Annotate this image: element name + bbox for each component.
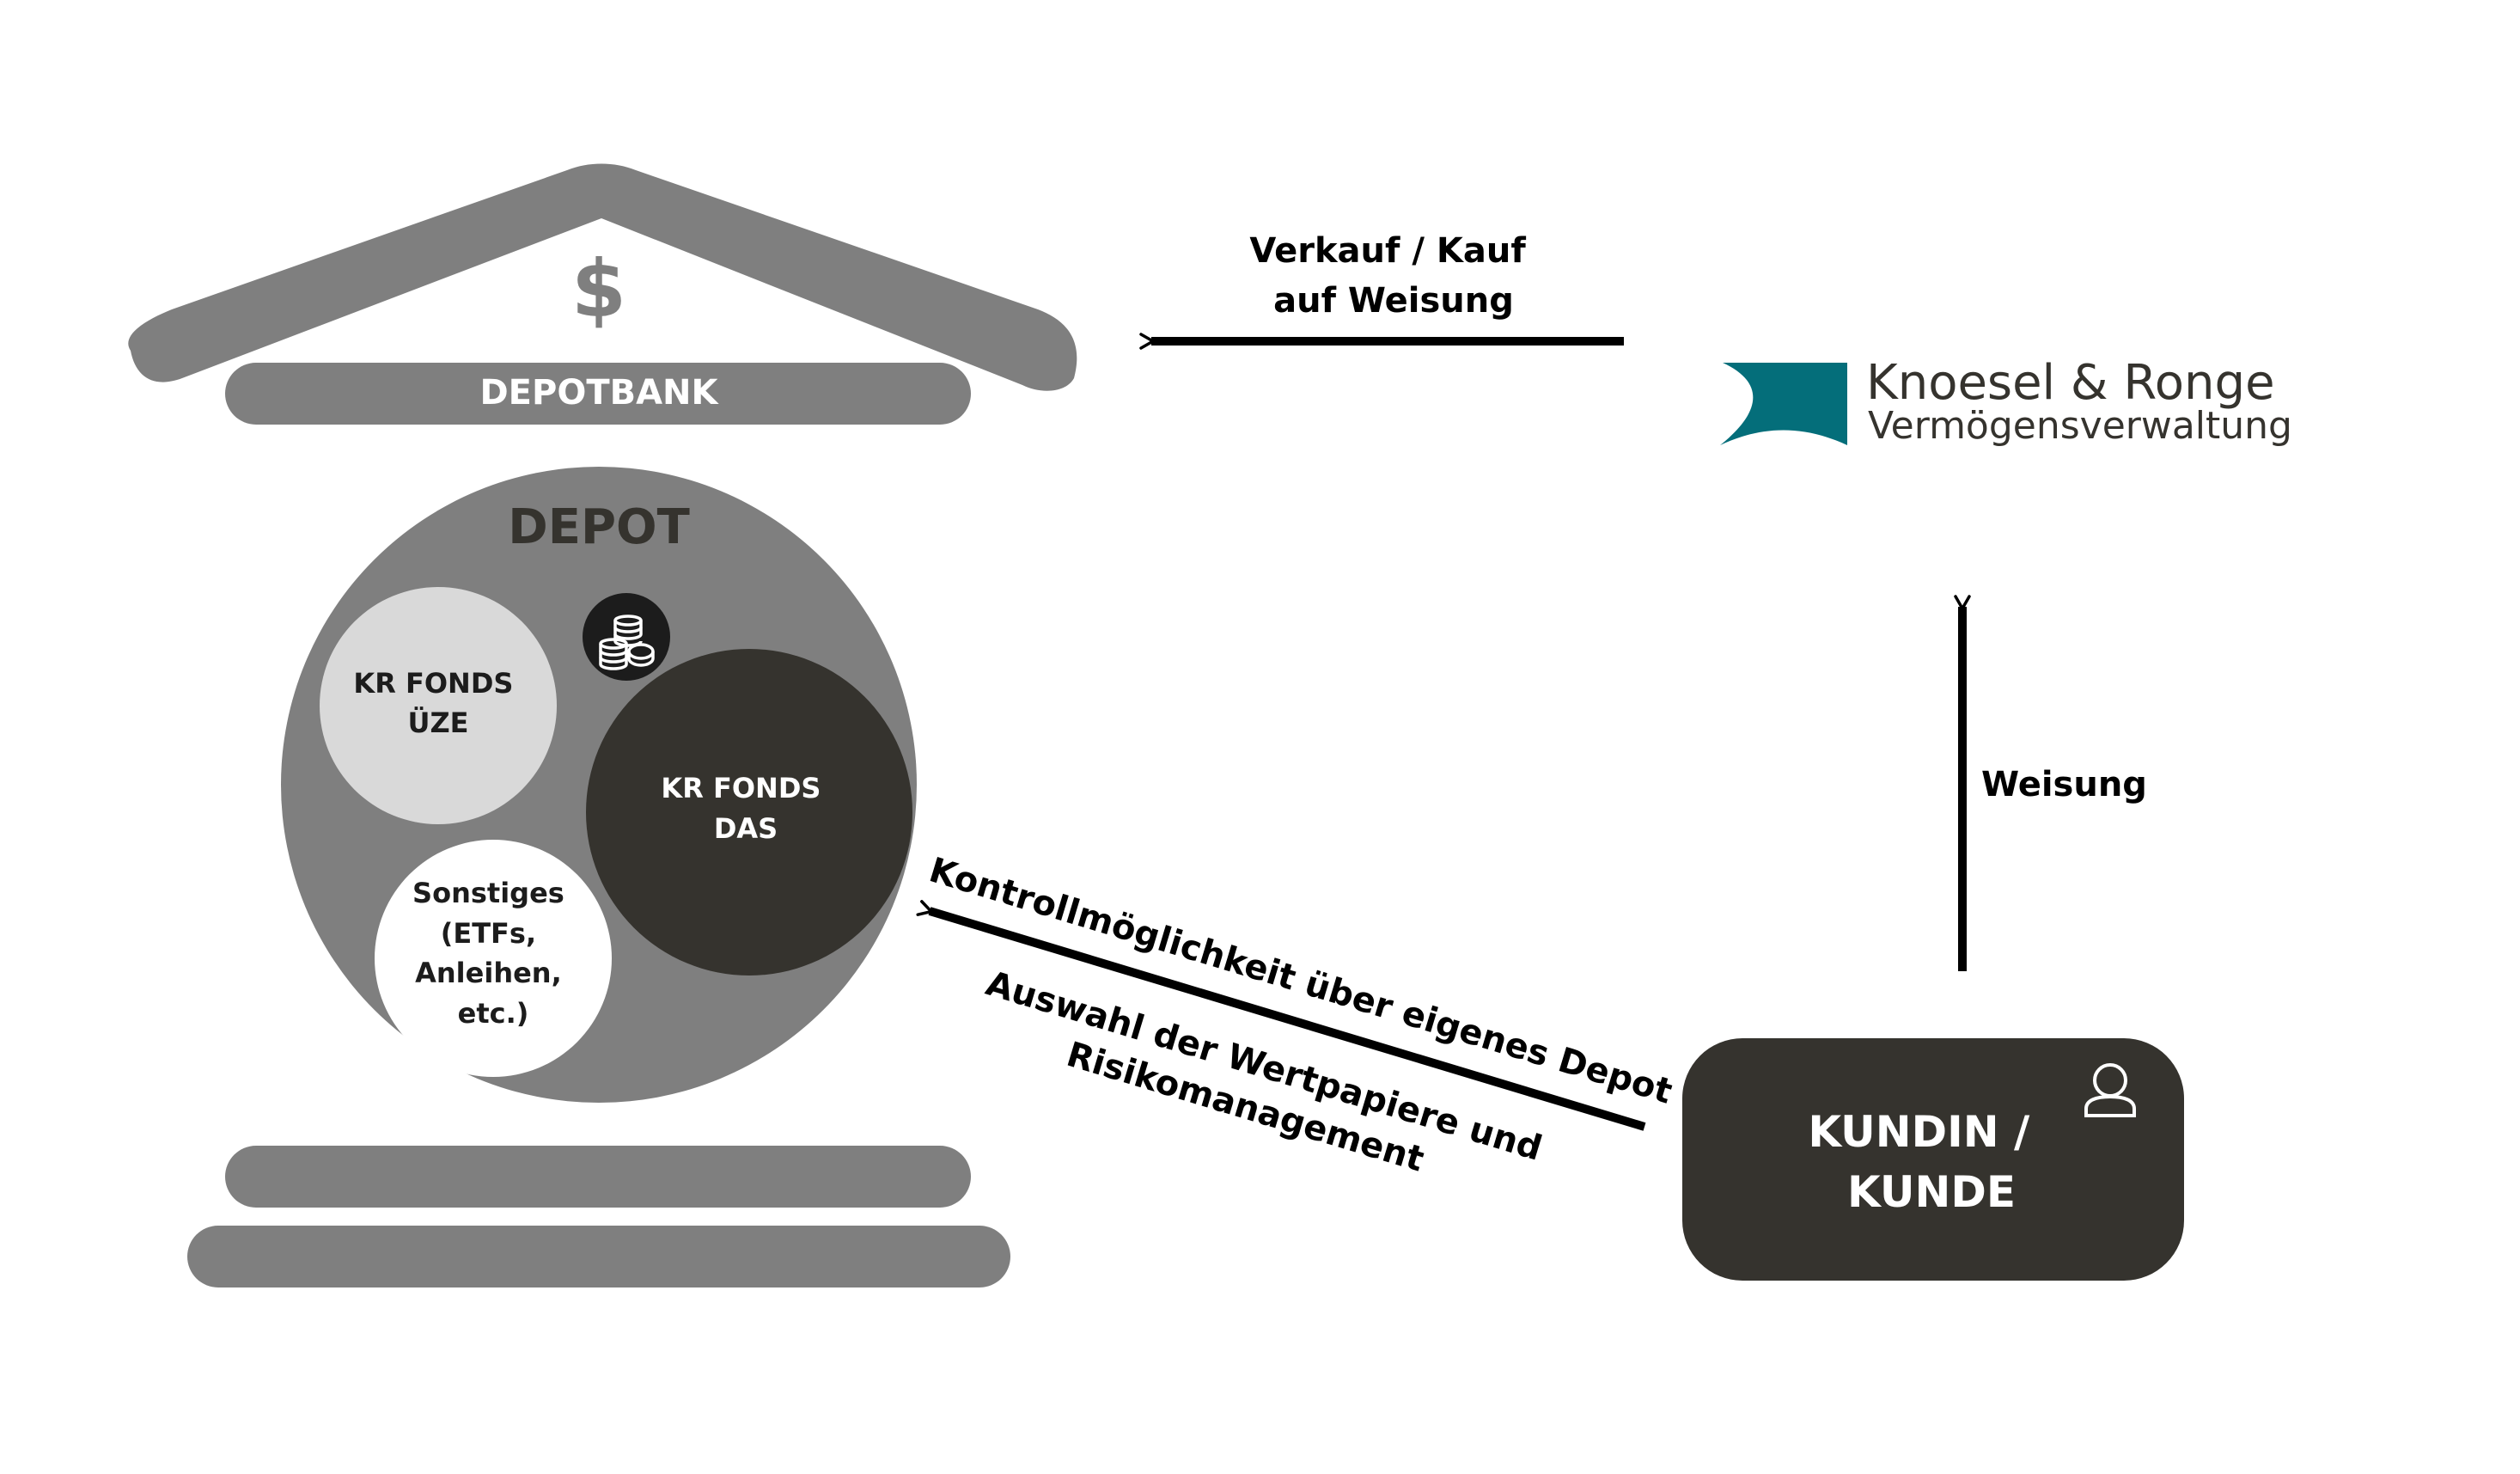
bank-label-bar xyxy=(225,363,971,425)
fund-ueze-label: KR FONDS ÜZE xyxy=(353,667,522,739)
sell-buy-label: Verkauf / Kauf auf Weisung xyxy=(1249,231,1537,321)
client-label: KUNDIN / KUNDE xyxy=(1808,1107,2044,1217)
other-line-2: (ETFs, xyxy=(441,917,536,950)
control-arrow-line xyxy=(916,900,1646,1131)
bank-base-upper xyxy=(225,1146,971,1208)
bank-roof xyxy=(128,163,1077,391)
fund-das-label: KR FONDS DAS xyxy=(661,772,830,845)
instruction-label: Weisung xyxy=(1981,765,2147,804)
sell-buy-line-1: Verkauf / Kauf xyxy=(1249,231,1526,271)
selection-label: Auswahl der Wertpapiere und Risikomanage… xyxy=(968,963,1558,1214)
logo-mark xyxy=(1720,363,1847,445)
other-line-3: Anleihen, xyxy=(415,957,562,989)
company-logo: Knoesel & Ronge Vermögensverwaltung xyxy=(1720,355,2292,448)
bank-base-lower xyxy=(187,1226,1010,1287)
depot: DEPOT KR FONDS ÜZE xyxy=(281,467,917,1103)
other-assets-label: Sonstiges (ETFs, Anleihen, etc.) xyxy=(412,877,574,1030)
sell-buy-arrow: Verkauf / Kauf auf Weisung xyxy=(1139,231,1624,350)
client-line-1: KUNDIN / xyxy=(1808,1107,2030,1157)
depotbank: $ DEPOTBANK xyxy=(128,163,1077,1287)
fund-das-line-2: DAS xyxy=(714,812,778,845)
other-line-1: Sonstiges xyxy=(412,877,564,909)
other-assets-circle xyxy=(375,840,612,1077)
fund-das-line-1: KR FONDS xyxy=(661,772,821,804)
fund-ueze-line-1: KR FONDS xyxy=(353,667,513,700)
control-arrow: Kontrollmöglichkeit über eigenes Depot A… xyxy=(916,850,1676,1214)
dollar-icon: $ xyxy=(571,243,626,335)
person-icon xyxy=(2084,1063,2136,1117)
instruction-arrow: Weisung xyxy=(1954,595,2147,971)
logo-subtitle: Vermögensverwaltung xyxy=(1868,404,2292,448)
client-box: KUNDIN / KUNDE xyxy=(1682,1038,2184,1281)
logo-company-name: Knoesel & Ronge xyxy=(1866,355,2275,411)
bank-label: DEPOTBANK xyxy=(479,373,719,413)
fund-das-circle xyxy=(586,649,912,976)
fund-ueze-circle xyxy=(320,587,557,824)
other-line-4: etc.) xyxy=(458,997,529,1030)
depot-title: DEPOT xyxy=(508,499,690,555)
client-box-bg xyxy=(1682,1038,2184,1281)
client-line-2: KUNDE xyxy=(1847,1167,2016,1217)
coin-stack-icon xyxy=(583,593,670,681)
sell-buy-line-2: auf Weisung xyxy=(1273,281,1514,321)
fund-ueze-line-2: ÜZE xyxy=(407,706,468,739)
